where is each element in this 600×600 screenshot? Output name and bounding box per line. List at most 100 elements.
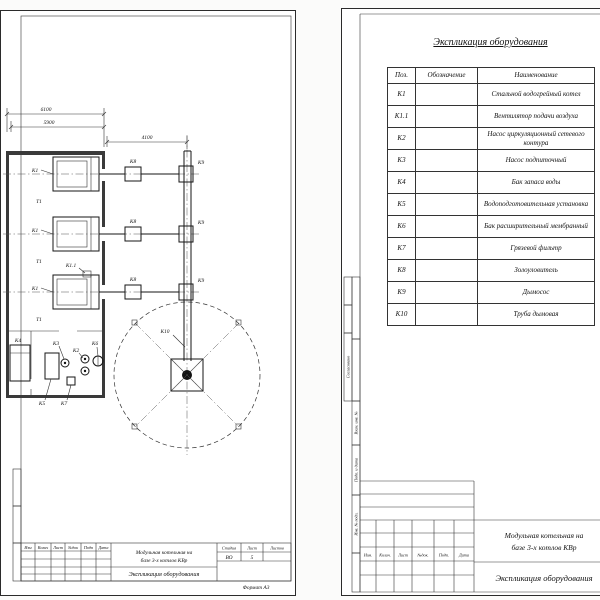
designation-cell [415,149,478,172]
title-block: Изм. Колич. Лист №док. Подп. Дата Модуль… [360,480,600,592]
sheet-frame [12,15,292,582]
boilers [52,156,100,310]
name-cell: Стальной водогрейный котел [477,83,595,106]
tag-k8: К8 [129,277,137,283]
spec-title: Экспликация оборудования [433,37,548,48]
tag-k3: К3 [52,341,60,347]
pos-cell: К10 [387,303,416,326]
tb-stage-label: Стадия [222,546,236,551]
designation-cell [415,259,478,282]
tag-t1: Т1 [36,199,42,205]
designation-cell [415,193,478,216]
spec-table: Поз. Обозначение Наименование К1 Стальной… [387,67,595,326]
designation-cell [415,215,478,238]
pos-cell: К4 [387,171,416,194]
tag-k9: К9 [197,278,205,284]
pos-cell: К6 [387,215,416,238]
designation-cell [415,303,478,326]
tb-col-list: Лист [52,545,63,550]
spec-row: К8 Золоуловитель [387,259,595,282]
name-cell: Бак запаса воды [477,171,595,194]
tb-project-line1: Модульная котельная на [504,531,584,540]
spec-row: К1.1 Вентилятор подачи воздуха [387,105,595,128]
tag-k8: К8 [129,219,137,225]
tag-k1-1: К1.1 [65,263,77,269]
tag-k2: К2 [72,348,80,354]
spec-row: К4 Бак запаса воды [387,171,595,194]
name-cell: Насос циркуляционный сетевого контура [477,127,595,150]
margin-labels: Согласовано Взам. инв. № Подп. и дата Ин… [346,356,359,537]
title-block: Изм Колич Лист №док Подп Дата Модульная … [20,542,292,591]
tag-k8: К8 [129,159,137,165]
tag-t1: Т1 [36,317,42,323]
spec-header-row: Поз. Обозначение Наименование [387,67,595,84]
equipment-room [9,344,104,386]
tag-k1: К1 [31,286,39,292]
tag-k1: К1 [31,228,39,234]
pos-cell: К2 [387,127,416,150]
spec-row: К1 Стальной водогрейный котел [387,83,595,106]
tag-k9: К9 [197,160,205,166]
tb-stage-value: ВО [226,555,233,561]
tag-t1: Т1 [36,259,42,265]
tb-col-data: Дата [98,545,109,550]
tb-project-line2: базе 3-х котлов КВр [511,543,576,552]
dim-6100: 6100 [41,107,52,113]
plan-drawing: 6100 5900 4100 [3,15,292,591]
name-cell: Водоподготовительная установка [477,193,595,216]
tb-col-ndok: №док. [416,553,428,558]
tb-col-kol: Колич. [378,553,391,558]
name-cell: Золоуловитель [477,259,595,282]
designation-cell [415,83,478,106]
dimension-lines [4,108,190,149]
tag-k4: К4 [14,338,22,344]
sheet-frame [343,13,600,593]
tb-col-list: Лист [397,553,408,558]
tb-col-data: Дата [458,553,469,558]
tag-k5: К5 [38,401,46,407]
pos-cell: К1 [387,83,416,106]
tag-k7: К7 [60,401,68,407]
margin-label-soglasovano: Согласовано [346,356,351,378]
tag-k9: К9 [197,220,205,226]
left-sheet: 6100 5900 4100 [0,10,296,596]
flue-pipes [99,165,194,301]
spec-row: К6 Бак расширительный мембранный [387,215,595,238]
pos-cell: К8 [387,259,416,282]
name-cell: Вентилятор подачи воздуха [477,105,595,128]
tag-k1: К1 [31,168,39,174]
tb-col-kol: Колич [37,545,49,550]
tb-col-podp: Подп. [438,553,449,558]
spec-row: К5 Водоподготовительная установка [387,193,595,216]
tag-k6: К6 [91,341,99,347]
centerlines [3,135,199,455]
col-header-name: Наименование [477,67,595,84]
pos-cell: К5 [387,193,416,216]
guy-wire-circle [113,301,261,449]
pos-cell: К1.1 [387,105,416,128]
right-sheet-frame: Согласовано Взам. инв. № Подп. и дата Ин… [343,13,600,593]
designation-cell [415,281,478,304]
col-header-pos: Поз. [387,67,416,84]
designation-cell [415,237,478,260]
dim-5900: 5900 [44,120,55,126]
spec-row: К10 Труба дымовая [387,303,595,326]
equipment-tags: К1 К1 К1 Т1 Т1 Т1 К1.1 К8 К8 К8 К9 К9 К9… [14,159,205,407]
name-cell: Насос подпиточный [477,149,595,172]
designation-cell [415,127,478,150]
margin-label-vzam: Взам. инв. № [354,411,359,434]
name-cell: Бак расширительный мембранный [477,215,595,238]
name-cell: Труба дымовая [477,303,595,326]
name-cell: Дымосос [477,281,595,304]
tb-sheets-label: Листов [269,546,284,551]
leader-lines [40,169,186,401]
designation-cell [415,105,478,128]
tb-col-izm: Изм [23,545,32,550]
tb-doc-title: Экспликация оборудования [129,571,200,578]
format-label: Формат А3 [243,585,270,591]
tb-project-line1: Модульная котельная на [135,549,193,556]
margin-label-inv-podl: Инв. № подл. [354,512,359,536]
